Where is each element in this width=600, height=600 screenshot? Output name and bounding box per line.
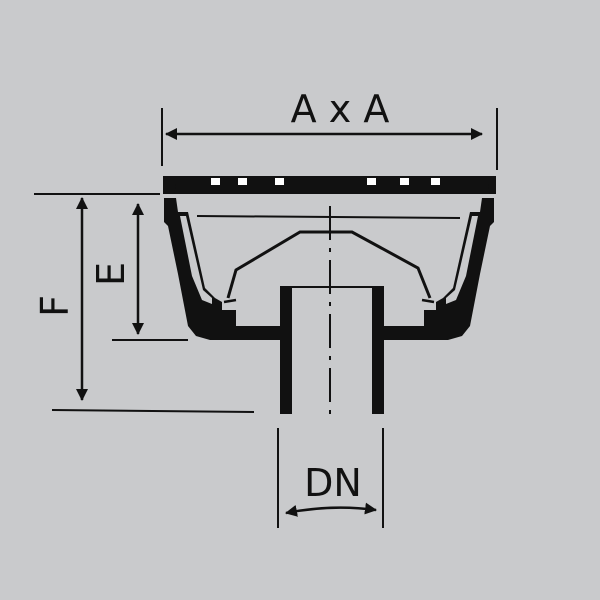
grate-slot (275, 178, 284, 185)
grate-lip-right (478, 184, 496, 194)
grate-slot (367, 178, 376, 185)
wall-hollow-left (180, 216, 212, 304)
dimension-dn: DN (277, 428, 384, 528)
dimension-line-dn (285, 502, 377, 517)
grate-slot (211, 178, 220, 185)
extension-line-f-bottom (51, 409, 255, 413)
bell-foot-left (223, 298, 237, 304)
bell-outline (226, 230, 432, 299)
inner-rim-line (196, 215, 461, 219)
drain-body (164, 198, 494, 340)
dimension-a: A x A (161, 87, 498, 170)
label-dn: DN (304, 461, 362, 505)
grate-slot (431, 178, 440, 185)
wall-hollow-right (446, 216, 478, 304)
dimension-e: E (89, 203, 188, 341)
dimension-f: F (33, 193, 255, 413)
grate-lip-left (163, 184, 182, 194)
odour-trap-bell (223, 230, 435, 304)
pipe-wall-right (372, 286, 384, 414)
body-wall-left (164, 198, 280, 340)
grate-slot (238, 178, 247, 185)
label-e: E (89, 262, 133, 286)
outlet-pipe (280, 286, 384, 414)
grate (163, 176, 496, 194)
grate-slot (400, 178, 409, 185)
label-a-x-a: A x A (291, 87, 390, 131)
bell-foot-right (421, 298, 435, 304)
body-wall-right (382, 198, 494, 340)
pipe-wall-left (280, 286, 292, 414)
label-f: F (33, 295, 77, 317)
grate-slots (211, 178, 440, 185)
